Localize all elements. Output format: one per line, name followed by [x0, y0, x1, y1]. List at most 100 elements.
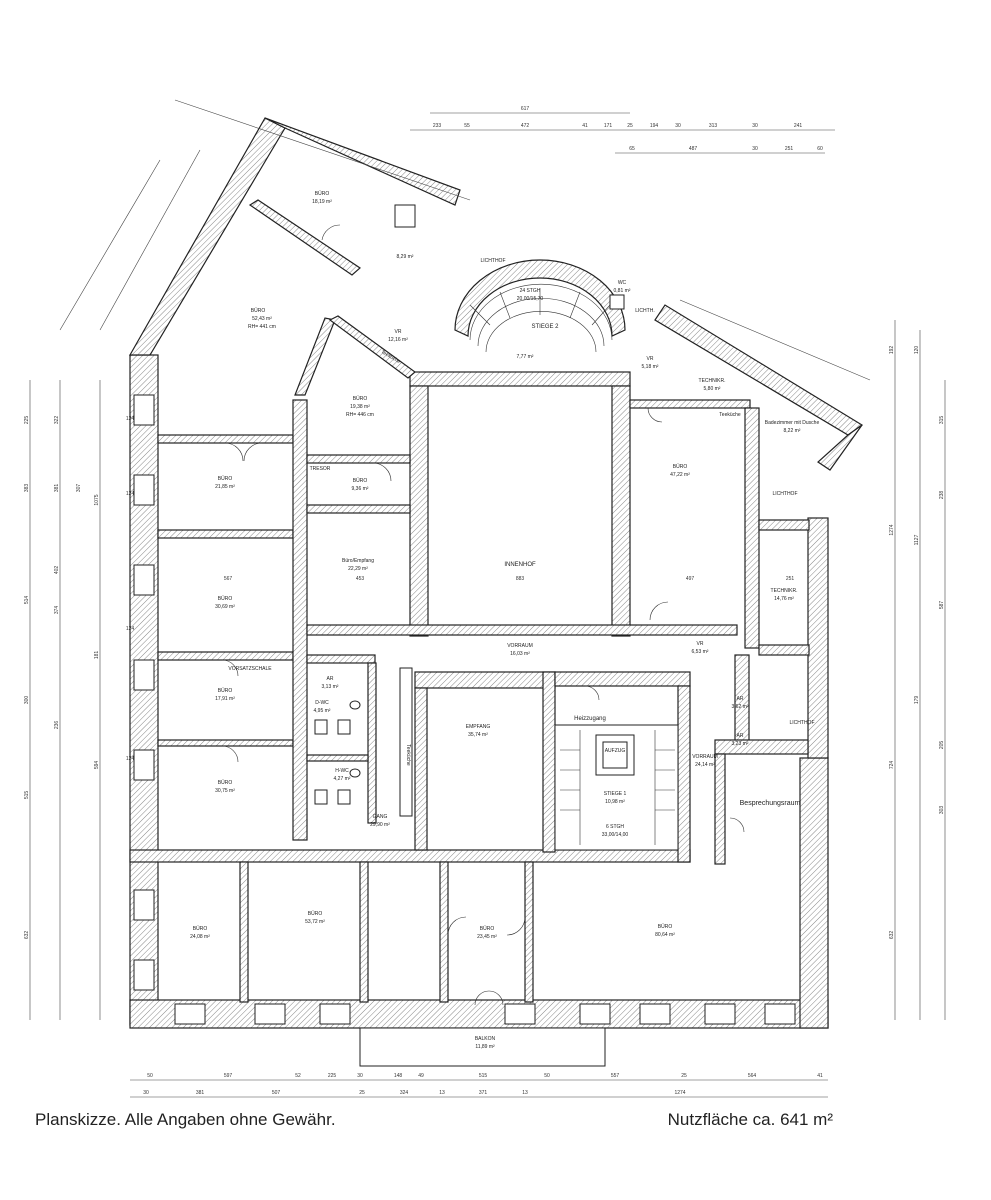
- room-area: 4,27 m²: [334, 776, 351, 782]
- dim-left-3: 381: [54, 484, 60, 493]
- room-name: VORRAUM: [507, 643, 533, 649]
- room-area: 53,72 m²: [305, 919, 325, 925]
- room-area: 52,43 m²: [252, 316, 272, 322]
- dim-bot1-11: 564: [748, 1073, 757, 1079]
- room-name: BÜRO: [308, 910, 323, 917]
- dim-inner-5: 124: [126, 416, 135, 422]
- room-area: 8,29 m²: [397, 254, 414, 260]
- room-name: VR: [697, 641, 704, 647]
- dim-top1-0: 617: [521, 106, 530, 112]
- room-name: BÜRO: [480, 925, 495, 932]
- room-name: EMPFANG: [466, 724, 491, 730]
- room-area: 3,13 m²: [322, 684, 339, 690]
- dim-inner-7: 124: [126, 626, 135, 632]
- stiege-2-treads: [469, 283, 613, 353]
- dim-right-7: 179: [914, 696, 920, 705]
- room-note: RH= 446 cm: [346, 412, 374, 418]
- room-name: H-WC: [335, 768, 349, 774]
- room-area: 3,62 m²: [732, 704, 749, 710]
- room-area: 19,38 m²: [350, 404, 370, 410]
- dim-bot1-2: 52: [295, 1073, 301, 1079]
- room-name: AR: [737, 733, 744, 739]
- room-name: 24 STGH: [520, 288, 541, 294]
- dim-left-8: 374: [54, 606, 60, 615]
- dim-left-1: 322: [54, 416, 60, 425]
- room-note: RH= 441 cm: [248, 324, 276, 330]
- dim-top3-2: 30: [752, 146, 758, 152]
- dim-inner-4: 251: [786, 576, 795, 582]
- usable-area: Nutzfläche ca. 641 m²: [667, 1110, 833, 1129]
- dim-bot2-3: 25: [359, 1090, 365, 1096]
- plan-disclaimer: Planskizze. Alle Angaben ohne Gewähr.: [35, 1110, 336, 1129]
- room-area: 16,03 m²: [510, 651, 530, 657]
- dim-bot1-1: 597: [224, 1073, 233, 1079]
- room-area: 30,75 m²: [215, 788, 235, 794]
- outer-walls: [128, 117, 864, 1029]
- room-name: AR: [737, 696, 744, 702]
- dim-bot1-7: 515: [479, 1073, 488, 1079]
- dim-top2-7: 30: [675, 123, 681, 129]
- room-name: TECHNIKR.: [771, 588, 798, 594]
- dim-bot1-8: 50: [544, 1073, 550, 1079]
- room-name: GANG: [373, 814, 388, 820]
- dim-bot1-3: 225: [328, 1073, 337, 1079]
- room-name: Heizzugang: [574, 716, 606, 722]
- dim-bot2-0: 30: [143, 1090, 149, 1096]
- room-name: BÜRO: [218, 475, 233, 482]
- room-name: STIEGE 2: [531, 324, 559, 330]
- sanitary-fixtures: [314, 204, 625, 805]
- room-name: STIEGE 1: [604, 791, 627, 797]
- room-area: 11,89 m²: [475, 1044, 495, 1050]
- dim-bot1-5: 148: [394, 1073, 403, 1079]
- room-labels: BÜRO 18,19 m² BÜRO 52,43 m² RH= 441 cm 8…: [190, 190, 819, 1050]
- room-name: Teeküche: [719, 412, 741, 418]
- dim-left-2: 383: [24, 484, 30, 493]
- room-name: LICHTHOF: [773, 491, 798, 497]
- dim-right-6: 587: [939, 601, 945, 610]
- dim-top2-0: 233: [433, 123, 442, 129]
- dim-right-8: 205: [939, 741, 945, 750]
- dim-top2-4: 171: [604, 123, 613, 129]
- dim-top2-2: 472: [521, 123, 530, 129]
- dim-inner-6: 124: [126, 491, 135, 497]
- room-name: BÜRO: [218, 779, 233, 786]
- room-area: 0,81 m²: [614, 288, 631, 294]
- dim-left-4: 307: [76, 484, 82, 493]
- door-swings: [221, 224, 745, 1006]
- room-name: BÜRO: [218, 595, 233, 602]
- dim-right-2: 315: [939, 416, 945, 425]
- room-name: INNENHOF: [504, 562, 536, 568]
- dim-inner-2: 883: [516, 576, 525, 582]
- dim-bot2-7: 13: [522, 1090, 528, 1096]
- dim-right-0: 192: [889, 346, 895, 355]
- dim-bot1-9: 557: [611, 1073, 620, 1079]
- room-name: BÜRO: [315, 190, 330, 197]
- room-area: 80,64 m²: [655, 932, 675, 938]
- room-area: 4,95 m²: [314, 708, 331, 714]
- room-area: 12,16 m²: [388, 337, 408, 343]
- floor-plan: BÜRO 18,19 m² BÜRO 52,43 m² RH= 441 cm 8…: [24, 99, 946, 1098]
- dim-top3-4: 60: [817, 146, 823, 152]
- room-name: LICHTHOF: [790, 720, 815, 726]
- dim-right-11: 632: [889, 931, 895, 940]
- interior-walls: [129, 199, 810, 1067]
- dim-bot1-6: 49: [418, 1073, 424, 1079]
- room-name: BÜRO: [218, 687, 233, 694]
- dim-right-10: 724: [889, 761, 895, 770]
- dim-top2-6: 194: [650, 123, 659, 129]
- dim-bot2-6: 371: [479, 1090, 488, 1096]
- room-name: D-WC: [315, 700, 329, 706]
- dim-inner-0: 567: [224, 576, 233, 582]
- dim-bot2-4: 324: [400, 1090, 409, 1096]
- dim-left-11: 236: [54, 721, 60, 730]
- room-area: 7,77 m²: [517, 354, 534, 360]
- dim-top2-3: 41: [582, 123, 588, 129]
- dim-bot2-1: 381: [196, 1090, 205, 1096]
- dim-inner-8: 124: [126, 756, 135, 762]
- dim-right-5: 1127: [914, 534, 920, 545]
- dim-left-13: 515: [24, 791, 30, 800]
- dim-bot1-12: 41: [817, 1073, 823, 1079]
- room-area: 23,45 m²: [477, 934, 497, 940]
- room-area: 10,98 m²: [605, 799, 625, 805]
- room-name: TECHNIKR.: [699, 378, 726, 384]
